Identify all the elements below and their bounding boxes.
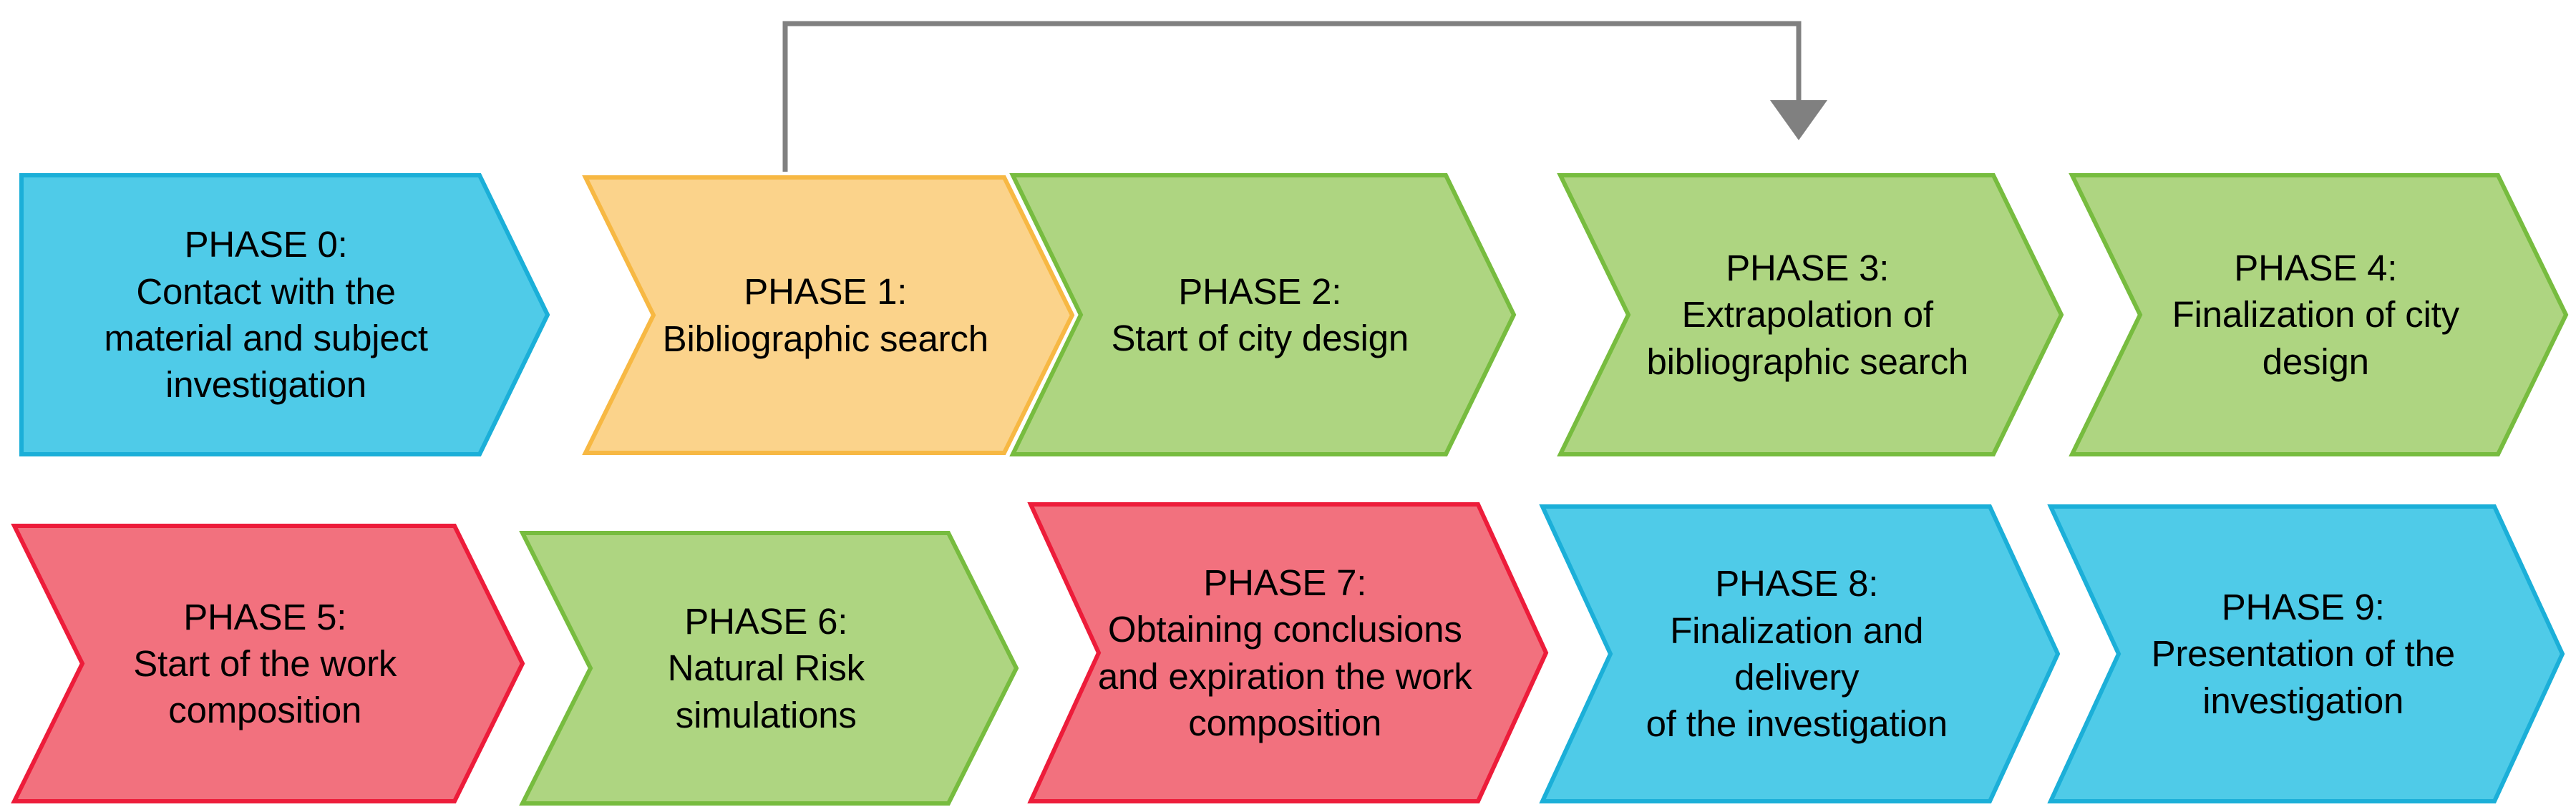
feedback-arrow-connector <box>782 21 1827 172</box>
chevron-phase-9[interactable] <box>2047 504 2565 803</box>
chevron-phase-6[interactable] <box>519 531 1019 806</box>
feedback-arrow-head <box>1770 100 1827 140</box>
chevron-phase-4[interactable] <box>2069 173 2569 456</box>
chevron-phase-7[interactable] <box>1027 502 1549 803</box>
feedback-arrow-line <box>782 21 1802 172</box>
chevron-shapes-layer <box>11 173 2569 806</box>
chevron-phase-8[interactable] <box>1539 504 2061 803</box>
chevron-phase-5[interactable] <box>11 524 525 803</box>
chevron-phase-0[interactable] <box>19 173 550 456</box>
chevron-phase-1[interactable] <box>582 175 1075 455</box>
chevron-phase-2[interactable] <box>1009 173 1517 456</box>
chevron-phase-3[interactable] <box>1557 173 2064 456</box>
